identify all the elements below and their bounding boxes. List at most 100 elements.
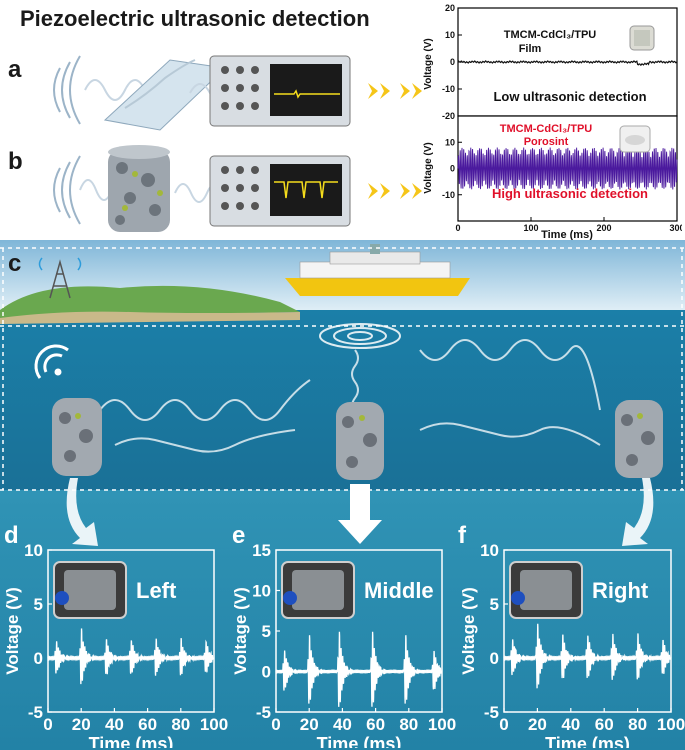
ytick-label-film: 10 [445, 30, 455, 40]
glove-icon [55, 591, 69, 605]
ytick-label: -5 [256, 703, 271, 722]
porosint-sample [108, 145, 170, 232]
arrow-right-icon [368, 183, 422, 199]
glove-icon [511, 591, 525, 605]
ytick-label: 0 [490, 649, 499, 668]
photo-tray [292, 570, 344, 610]
voltage-trace [503, 623, 672, 689]
ytick-label-porosint: 10 [445, 137, 455, 147]
xtick-label: 0 [43, 715, 52, 734]
ultrasound-wave-icon [53, 155, 81, 225]
xtick-label: 100 [523, 223, 538, 233]
sensor-left [52, 398, 102, 476]
panel-label-c: c [8, 250, 22, 277]
top-plot-xlabel: Time (ms) [541, 229, 593, 241]
ytick-label: 5 [262, 622, 271, 641]
porosint-voltage-trace [457, 147, 678, 190]
xtick-label: 40 [105, 715, 124, 734]
panel-label-b: b [8, 148, 23, 175]
xtick-label: 60 [366, 715, 385, 734]
sample-photo [509, 561, 583, 619]
ytick-label: 5 [34, 595, 43, 614]
xtick-label: 100 [200, 715, 228, 734]
panel-label-d: d [4, 522, 19, 549]
arrow-down-icon [338, 484, 382, 544]
ytick-label-film: -10 [442, 84, 455, 94]
film-label: TMCM-CdCl₃/TPU [504, 29, 597, 41]
ytick-label-film: 0 [450, 57, 455, 67]
xtick-label: 0 [271, 715, 280, 734]
position-name: Right [592, 578, 649, 603]
xtick-label: 40 [561, 715, 580, 734]
sample-photo [53, 561, 127, 619]
arrow-down-right-icon [622, 478, 654, 546]
porosint-ylabel: Voltage (V) [423, 142, 434, 193]
ylabel: Voltage (V) [459, 587, 478, 675]
sensor-right [615, 400, 663, 478]
xlabel: Time (ms) [545, 734, 630, 748]
xtick-label: 20 [528, 715, 547, 734]
ytick-label: 10 [252, 582, 271, 601]
ship [285, 244, 470, 296]
position-name: Middle [364, 578, 434, 603]
plot-frame [47, 549, 215, 713]
film-sublabel: Film [519, 43, 542, 55]
ytick-label-film: -20 [442, 111, 455, 121]
porosint-sample-photo [619, 125, 651, 153]
xtick-label: 100 [428, 715, 456, 734]
ultrasound-waves [99, 339, 601, 453]
film-voltage-trace [457, 60, 678, 66]
sonar-rings [319, 323, 401, 349]
radio-tower-icon [38, 257, 82, 299]
panel-b-illustration [53, 145, 422, 232]
ytick-label-porosint: -10 [442, 190, 455, 200]
ylabel: Voltage (V) [231, 587, 250, 675]
plot-frame [503, 549, 672, 713]
porosint-sublabel: Porosint [524, 136, 569, 148]
voltage-trace [47, 628, 215, 685]
arrow-right-icon [368, 83, 422, 99]
ytick-label: 5 [490, 595, 499, 614]
xtick-label: 20 [300, 715, 319, 734]
underwater-scene [0, 240, 685, 750]
ytick-label: 10 [480, 541, 499, 560]
glove-icon [283, 591, 297, 605]
xtick-label: 100 [657, 715, 685, 734]
ytick-label-film: 20 [445, 3, 455, 13]
oscilloscope-icon [209, 55, 351, 127]
panel-label-a: a [8, 56, 22, 83]
xtick-label: 80 [171, 715, 190, 734]
xtick-label: 300 [669, 223, 682, 233]
ytick-label: 0 [262, 663, 271, 682]
wifi-icon [34, 344, 69, 379]
xtick-label: 0 [455, 223, 460, 233]
photo-tray [64, 570, 116, 610]
ytick-label: -5 [484, 703, 499, 722]
figure-title: Piezoelectric ultrasonic detection [20, 6, 370, 31]
xtick-label: 80 [628, 715, 647, 734]
ytick-label: -5 [28, 703, 43, 722]
xtick-label: 200 [596, 223, 611, 233]
island [0, 285, 300, 318]
xtick-label: 80 [399, 715, 418, 734]
film-sample-photo [629, 25, 655, 51]
porosint-caption: High ultrasonic detection [492, 186, 648, 201]
xlabel: Time (ms) [317, 734, 402, 748]
ytick-label: 15 [252, 541, 271, 560]
ytick-label: 0 [34, 649, 43, 668]
xlabel: Time (ms) [89, 734, 174, 748]
ultrasound-wave-icon [53, 55, 81, 125]
xtick-label: 0 [499, 715, 508, 734]
sensor-middle [336, 402, 384, 480]
panel-label-f: f [458, 522, 466, 549]
oscilloscope-icon [209, 155, 351, 227]
position-name: Left [136, 578, 177, 603]
xtick-label: 60 [595, 715, 614, 734]
sample-photo [281, 561, 355, 619]
